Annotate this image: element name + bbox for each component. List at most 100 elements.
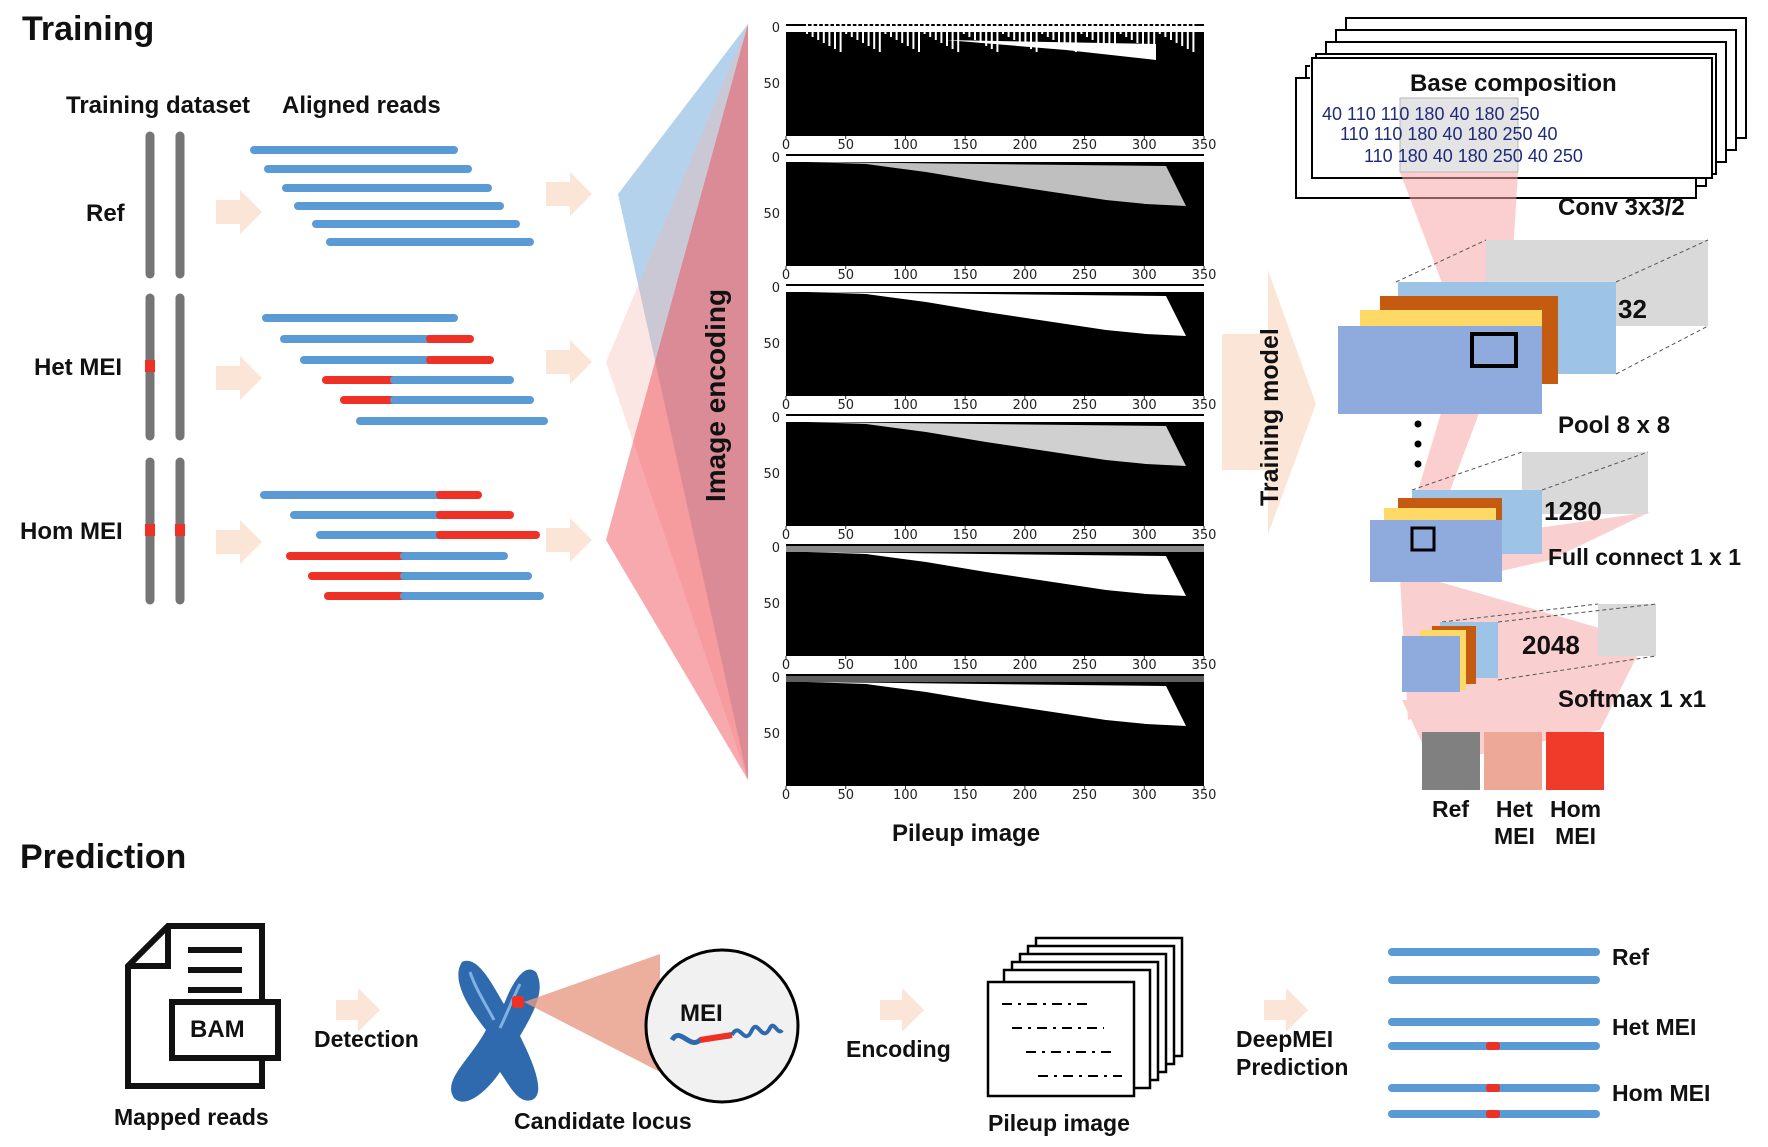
pileup-x-tick: 200 (1012, 528, 1037, 543)
pileup-x-tick: 50 (837, 788, 854, 803)
pileup-x-tick: 0 (782, 398, 790, 413)
pileup-x-tick: 50 (837, 658, 854, 673)
pileup-stripe (906, 24, 909, 46)
pileup-x-tick: 200 (1012, 138, 1037, 153)
pileup-stripe (1175, 24, 1178, 43)
pileup-x-tick: 350 (1192, 528, 1217, 543)
pileup-y-tick: 50 (763, 467, 780, 482)
pileup-stripe (1052, 24, 1055, 40)
pileup-stripe (811, 24, 814, 37)
pileup-x-tick: 200 (1012, 268, 1037, 283)
pileup-stripe (822, 24, 825, 43)
section-title-prediction: Prediction (20, 838, 187, 876)
pileup-stripe (856, 24, 859, 40)
softmax-label: Softmax 1 x1 (1558, 686, 1707, 713)
pileup-stripe (974, 24, 976, 40)
pileup-x-tick: 350 (1192, 138, 1217, 153)
pileup-stripe (1181, 24, 1184, 46)
pileup-stripe (1130, 24, 1133, 40)
base-composition-row-2: 110 110 180 40 180 250 40 (1340, 124, 1558, 144)
image-encoding-label: Image encoding (700, 288, 731, 502)
pileup-x-tick: 250 (1072, 268, 1097, 283)
pileup-panel (786, 674, 1204, 786)
pileup-x-tick: 300 (1132, 658, 1157, 673)
pileup-stripe (1030, 24, 1032, 49)
pileup-y-tick: 0 (772, 541, 780, 556)
pileup-x-tick: 50 (837, 398, 854, 413)
pileup-stripe (1125, 24, 1128, 37)
conv-block-2 (1370, 451, 1649, 582)
pileup-stripe (1024, 24, 1027, 46)
conv-label: Conv 3x3/2 (1558, 194, 1685, 221)
pileup-stripe (929, 24, 932, 37)
pileup-image-label: Pileup image (892, 820, 1041, 847)
mei-zoom-circle (644, 948, 800, 1104)
pileup-stripe (845, 24, 848, 34)
pileup-stripe (1136, 24, 1139, 43)
row-label-ref: Ref (86, 200, 125, 227)
pileup-stripe (895, 24, 898, 40)
pileup-stripe (817, 24, 820, 40)
pileup-stripe (1041, 24, 1044, 34)
pileup-stripe (996, 24, 999, 52)
pileup-reads (806, 682, 1186, 726)
pileup-panel (786, 414, 1204, 526)
pileup-stripe (867, 24, 870, 46)
pileup-x-tick: 0 (782, 268, 790, 283)
pileup-reads (806, 162, 1186, 206)
pileup-stripe (946, 24, 948, 46)
pileup-x-tick: 300 (1132, 268, 1157, 283)
pileup-stripe (1192, 24, 1195, 52)
pileup-y-tick: 50 (763, 597, 780, 612)
pileup-stripe (901, 24, 904, 43)
pileup-card-stack (986, 936, 1184, 1098)
bam-file-icon (125, 923, 281, 1089)
pileup-stripe (834, 24, 836, 49)
pileup-x-tick: 150 (953, 398, 978, 413)
pileup-reads (806, 292, 1186, 336)
row-label-hom: Hom MEI (20, 518, 123, 545)
pileup-stripe (1018, 24, 1021, 43)
pileup-y-tick: 50 (763, 337, 780, 352)
pileup-stripe (1086, 24, 1088, 37)
pileup-stripe (1108, 24, 1111, 49)
aligned-reads (250, 146, 548, 600)
pileup-x-tick: 150 (953, 528, 978, 543)
pileup-x-tick: 0 (782, 658, 790, 673)
pileup-stripe (918, 24, 920, 52)
pileup-x-tick: 0 (782, 138, 790, 153)
training-dataset-header: Training dataset (66, 92, 251, 119)
encoding-label: Encoding (846, 1036, 951, 1062)
conv-block-1 (1338, 239, 1709, 414)
pileup-band (786, 416, 1204, 422)
image-encoding-fans (606, 24, 748, 780)
pileup-x-tick: 300 (1132, 528, 1157, 543)
row-label-het: Het MEI (34, 354, 123, 381)
pileup-stripe (1069, 24, 1072, 49)
pileup-stripe (968, 24, 971, 37)
pileup-stripe (1153, 24, 1156, 52)
pileup-y-tick: 0 (772, 411, 780, 426)
pileup-stripe (839, 24, 842, 52)
layer-size-2048: 2048 (1522, 630, 1580, 660)
pileup-stripe (1002, 24, 1004, 34)
pileup-stripe (1007, 24, 1010, 37)
pileup-stripe (1119, 24, 1122, 34)
base-composition-title: Base composition (1410, 70, 1617, 97)
pileup-band (786, 286, 1204, 292)
pileup-panel (786, 544, 1204, 656)
pileup-x-tick: 200 (1012, 398, 1037, 413)
pileup-panel (786, 284, 1204, 396)
pileup-stripe (1035, 24, 1038, 52)
output-square (1484, 732, 1542, 790)
pileup-x-tick: 350 (1192, 398, 1217, 413)
output-square (1422, 732, 1480, 790)
pileup-stripe (1142, 24, 1144, 46)
pileup-x-tick: 300 (1132, 398, 1157, 413)
pileup-stripe (979, 24, 982, 43)
pileup-y-tick: 0 (772, 671, 780, 686)
pileup-stripe (806, 24, 808, 34)
training-model-label: Training model (1256, 328, 1284, 506)
base-composition-row-3: 110 180 40 180 250 40 250 (1364, 146, 1583, 166)
